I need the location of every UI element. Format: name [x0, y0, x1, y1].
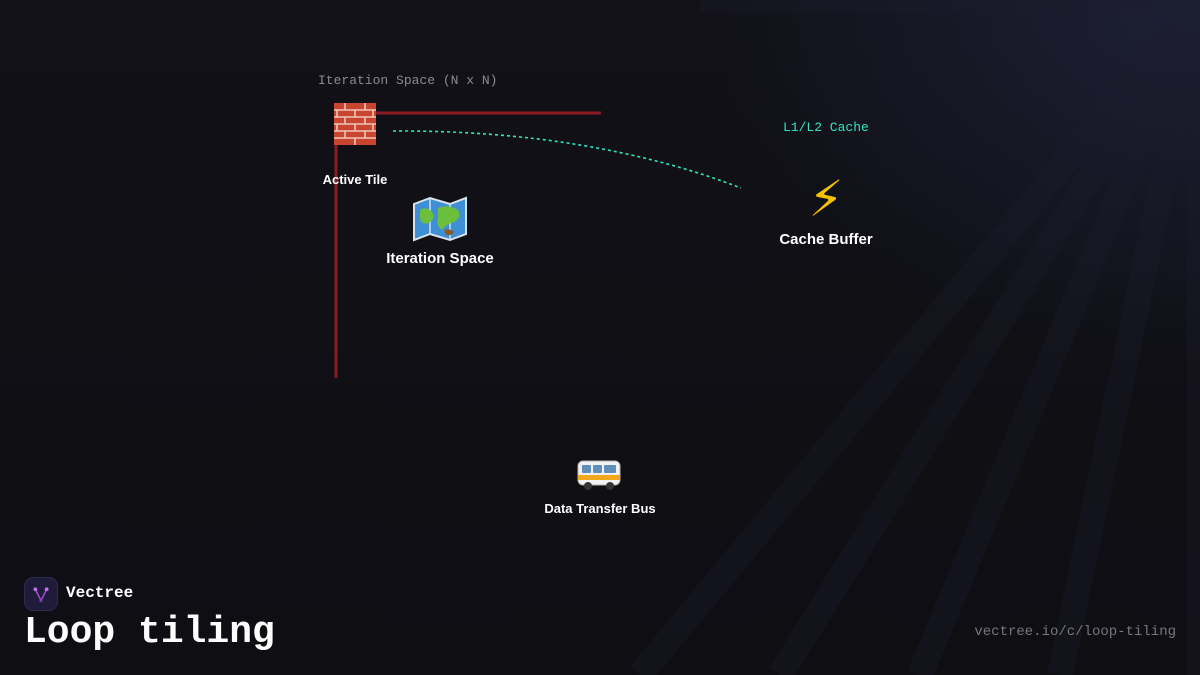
vectree-logo-icon — [24, 577, 58, 611]
page-title: Loop tiling — [24, 611, 275, 654]
brick-icon — [334, 103, 376, 145]
cache-caption: L1/L2 Cache — [783, 120, 869, 135]
bus-icon — [577, 460, 621, 490]
cache-buffer-label: Cache Buffer — [779, 231, 873, 248]
brand-name: Vectree — [66, 584, 134, 602]
cache-link-curve — [392, 130, 742, 189]
data-transfer-bus-label: Data Transfer Bus — [544, 501, 656, 516]
iteration-space-caption: Iteration Space (N x N) — [318, 73, 498, 88]
world-map-icon — [413, 196, 467, 242]
active-tile-label: Active Tile — [322, 172, 388, 187]
source-url: vectree.io/c/loop-tiling — [974, 624, 1176, 640]
iteration-space-label: Iteration Space — [386, 250, 494, 267]
lightning-bolt-icon: ⚡ — [808, 170, 844, 228]
